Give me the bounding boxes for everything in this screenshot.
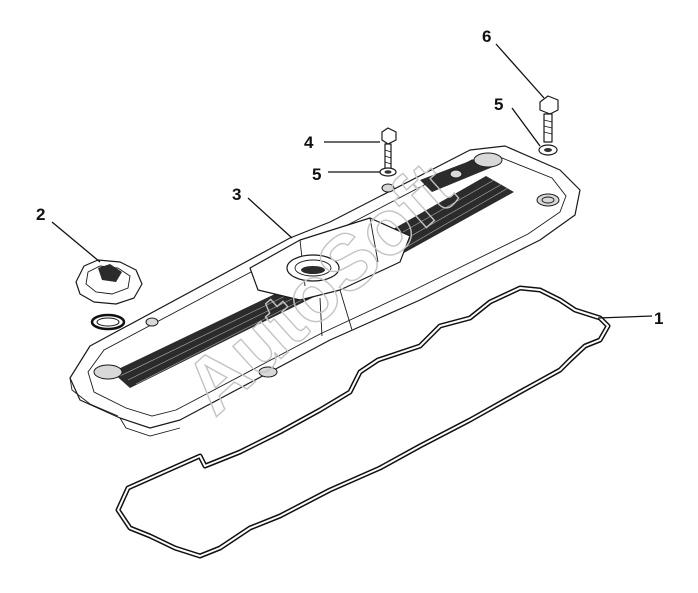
callout-2: 2 bbox=[36, 205, 45, 224]
callout-4: 4 bbox=[304, 133, 314, 152]
valve-cover bbox=[69, 145, 581, 437]
filler-neck bbox=[286, 254, 340, 282]
callout-5b: 5 bbox=[494, 95, 503, 114]
filler-cap-seal bbox=[90, 313, 126, 331]
oil-filler-cap bbox=[75, 259, 143, 305]
left-ribbed-panel bbox=[112, 282, 316, 388]
callout-5a: 5 bbox=[312, 165, 321, 184]
bolt-6 bbox=[539, 95, 559, 143]
callout-1: 1 bbox=[654, 309, 663, 328]
callout-3: 3 bbox=[232, 185, 241, 204]
washer-5b bbox=[538, 144, 558, 156]
gasket bbox=[115, 285, 611, 559]
bolt-4 bbox=[381, 127, 397, 171]
callout-6: 6 bbox=[482, 27, 491, 46]
leader-lines bbox=[51, 43, 653, 319]
